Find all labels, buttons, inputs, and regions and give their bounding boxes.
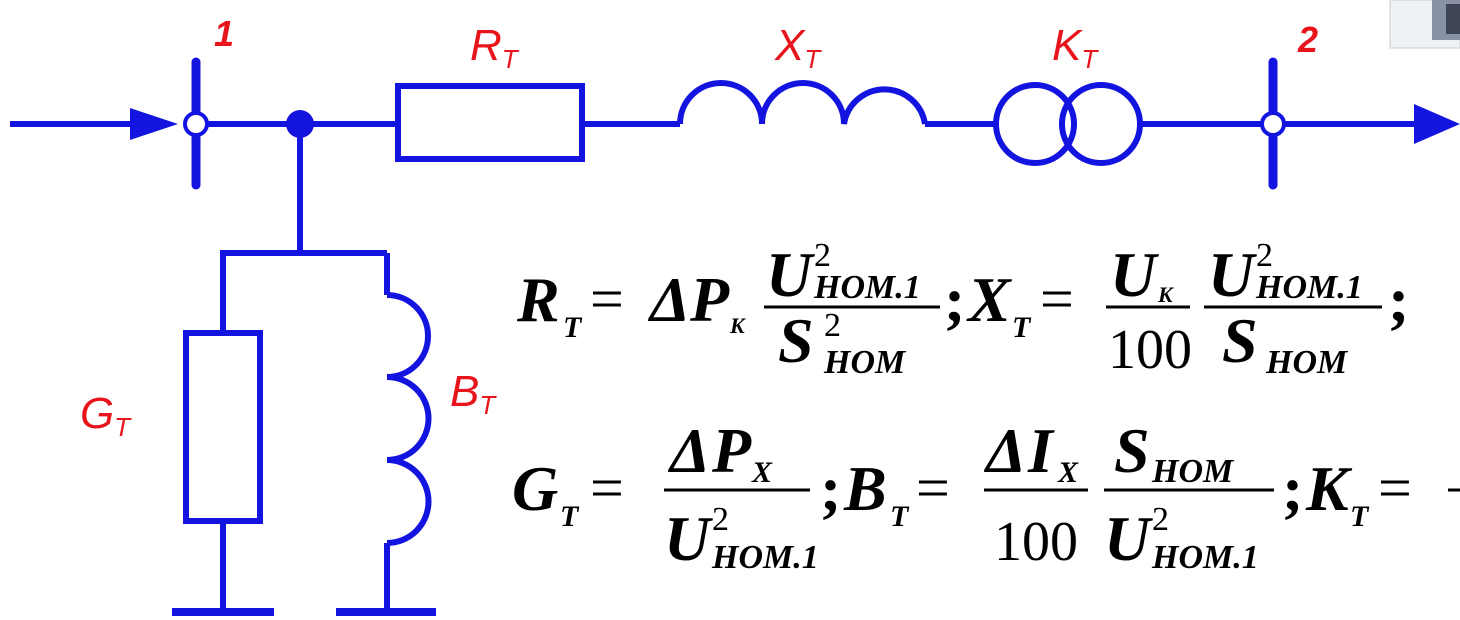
node-label-2: 2 bbox=[1297, 19, 1318, 60]
formula-kt-lhs-sub: T bbox=[1350, 500, 1370, 533]
formula-rt-num-sup: 2 bbox=[814, 237, 831, 274]
node-label-1: 1 bbox=[214, 13, 234, 54]
formula-kt-eq: = bbox=[1378, 455, 1412, 521]
formula-xt-lhs-sub: T bbox=[1012, 311, 1032, 344]
bus-node-1 bbox=[183, 57, 209, 190]
formula-rt-num-sub: HOM.1 bbox=[813, 269, 921, 306]
formula-bt-num1-delta: Δ bbox=[983, 415, 1026, 486]
formula-gt-lhs: G bbox=[512, 453, 558, 524]
formula-xt-num2: U bbox=[1208, 239, 1257, 310]
corner-thumbnail bbox=[1389, 0, 1460, 49]
formula-bt-num2-sub: HOM bbox=[1151, 453, 1235, 490]
formula-bt-num1-sub: X bbox=[1057, 456, 1079, 489]
formula-bt-num2: S bbox=[1114, 415, 1150, 486]
formula-bt: B T = Δ I X 100 S HOM U 2 HOM.1 ; bbox=[843, 415, 1303, 576]
formula-rt-p-sub: K bbox=[729, 313, 746, 338]
formula-rt-p: P bbox=[689, 264, 730, 335]
formula-gt: G T = Δ P X U 2 HOM.1 ; bbox=[512, 415, 841, 576]
formula-rt-sep: ; bbox=[944, 264, 965, 335]
formula-bt-den2: U bbox=[1104, 503, 1153, 574]
formula-gt-sep: ; bbox=[820, 453, 841, 524]
formula-bt-lhs: B bbox=[843, 453, 887, 524]
formula-xt-num1-sub: K bbox=[1157, 282, 1174, 307]
formula-xt-sep: ; bbox=[1388, 264, 1409, 335]
formula-xt-num1: U bbox=[1110, 239, 1159, 310]
label-kt: KT bbox=[1052, 21, 1099, 74]
formula-bt-den2-sub: HOM.1 bbox=[1151, 539, 1259, 576]
conductance-gt bbox=[183, 330, 263, 524]
formula-gt-den-sup: 2 bbox=[712, 501, 729, 538]
formula-bt-lhs-sub: T bbox=[890, 500, 910, 533]
formula-xt-num2-sup: 2 bbox=[1256, 237, 1273, 274]
transformer-kt bbox=[993, 82, 1143, 166]
formula-gt-den-sub: HOM.1 bbox=[711, 539, 819, 576]
formula-xt-den1: 100 bbox=[1108, 319, 1192, 381]
formula-bt-eq: = bbox=[916, 455, 950, 521]
formula-gt-num-delta: Δ bbox=[667, 415, 710, 486]
formula-xt-den2: S bbox=[1222, 305, 1258, 376]
label-xt: XT bbox=[774, 21, 822, 74]
formula-gt-num: P bbox=[711, 415, 752, 486]
formula-rt-num: U bbox=[766, 239, 815, 310]
formula-bt-sep: ; bbox=[1282, 453, 1303, 524]
formula-kt-lhs: K bbox=[1305, 453, 1353, 524]
formula-bt-den2-sup: 2 bbox=[1152, 501, 1169, 538]
formula-rt-eq: = bbox=[590, 266, 624, 332]
formula-rt-den-sup: 2 bbox=[824, 307, 841, 344]
formula-rt: R T = Δ P K U 2 HOM.1 S 2 HOM ; bbox=[516, 237, 965, 381]
formula-rt-den-sub: HOM bbox=[823, 344, 907, 381]
formula-rt-lhs: R bbox=[516, 264, 560, 335]
bus-node-2 bbox=[1260, 57, 1286, 190]
formula-kt: K T = bbox=[1305, 453, 1460, 533]
formula-bt-den1: 100 bbox=[994, 511, 1078, 573]
formula-gt-num-sub: X bbox=[751, 456, 773, 489]
inductor-xt bbox=[677, 80, 928, 125]
resistor-rt bbox=[395, 83, 585, 162]
label-bt: BT bbox=[450, 367, 497, 420]
formula-gt-eq: = bbox=[590, 455, 624, 521]
label-rt: RT bbox=[470, 21, 520, 74]
formula-xt-num2-sub: HOM.1 bbox=[1255, 269, 1363, 306]
shunt-branch bbox=[220, 124, 390, 612]
formula-rt-delta: Δ bbox=[647, 264, 690, 335]
formula-gt-lhs-sub: T bbox=[560, 500, 580, 533]
formula-rt-lhs-sub: T bbox=[563, 311, 583, 344]
series-wire bbox=[10, 104, 1460, 144]
formula-gt-den: U bbox=[664, 503, 713, 574]
formula-xt-den2-sub: HOM bbox=[1265, 344, 1349, 381]
formula-xt: X T = U K 100 U 2 HOM.1 S HOM ; bbox=[966, 237, 1409, 381]
formula-xt-lhs: X bbox=[966, 264, 1012, 335]
formula-xt-eq: = bbox=[1040, 266, 1074, 332]
formula-rt-den: S bbox=[778, 305, 814, 376]
susceptance-bt bbox=[386, 292, 432, 546]
formula-bt-num1: I bbox=[1027, 415, 1055, 486]
label-gt: GT bbox=[80, 389, 132, 442]
